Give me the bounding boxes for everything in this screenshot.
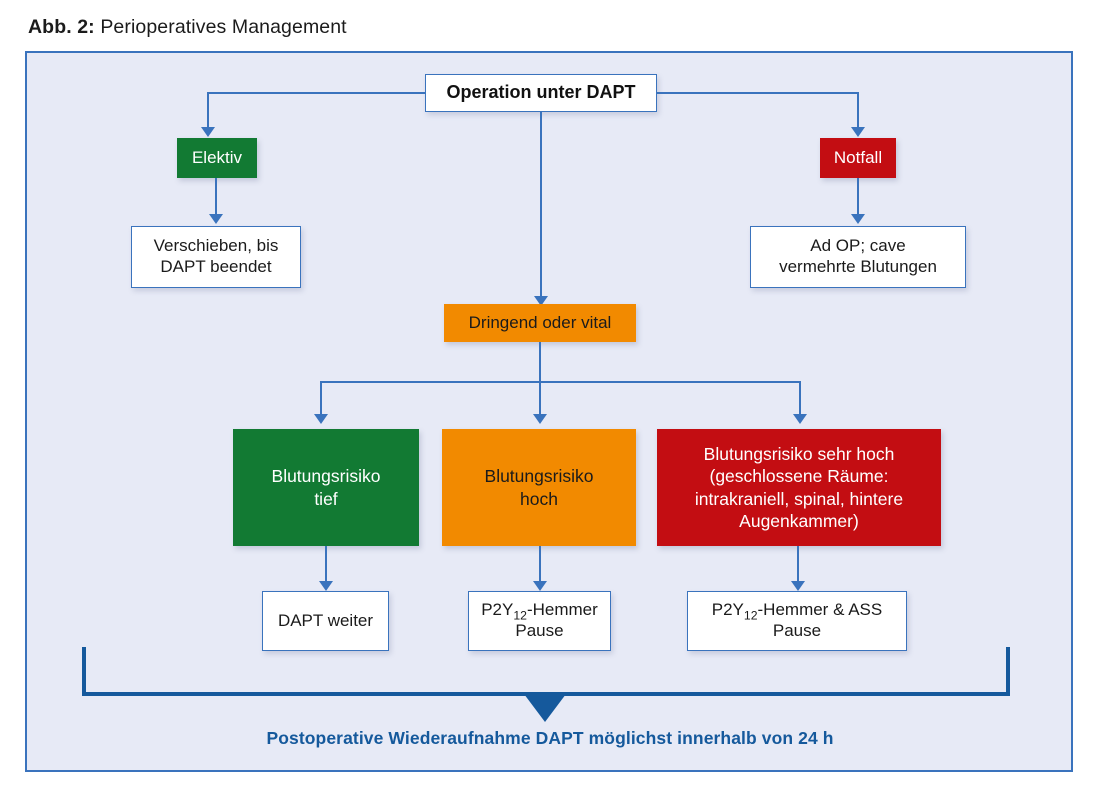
bracket-right-arm <box>1006 647 1010 696</box>
connector-risk-high-down <box>539 381 541 418</box>
arrow-to-risk-high <box>533 414 547 424</box>
arrow-risk-veryhigh-to-outcome <box>791 581 805 591</box>
connector-notfall-down <box>857 178 859 219</box>
node-ad-op-cave-vermehrte-blutungen[interactable]: Ad OP; cave vermehrte Blutungen <box>750 226 966 288</box>
arrow-to-risk-veryhigh <box>793 414 807 424</box>
connector-root-right-down <box>857 92 859 130</box>
arrow-risk-low-to-outcome <box>319 581 333 591</box>
node-blutungsrisiko-sehr-hoch[interactable]: Blutungsrisiko sehr hoch (geschlossene R… <box>657 429 941 546</box>
connector-risk-high-to-outcome <box>539 546 541 586</box>
connector-dringend-down <box>539 342 541 383</box>
connector-root-left <box>207 92 426 94</box>
node-operation-unter-dapt[interactable]: Operation unter DAPT <box>425 74 657 112</box>
connector-risk-bus <box>320 381 801 383</box>
outcome-suffix: -Hemmer Pause <box>515 600 598 640</box>
figure-title: Perioperatives Management <box>100 16 347 38</box>
node-p2y12-hemmer-pause[interactable]: P2Y12-Hemmer Pause <box>468 591 611 651</box>
node-blutungsrisiko-tief[interactable]: Blutungsrisiko tief <box>233 429 419 546</box>
node-dapt-weiter[interactable]: DAPT weiter <box>262 591 389 651</box>
connector-risk-veryhigh-down <box>799 381 801 418</box>
connector-risk-low-down <box>320 381 322 418</box>
outcome-suffix: -Hemmer & ASS Pause <box>757 600 883 640</box>
outcome-prefix: P2Y <box>711 600 744 620</box>
outcome-prefix: P2Y <box>481 600 514 620</box>
figure-label: Abb. 2: <box>28 16 95 38</box>
footer-statement: Postoperative Wiederaufnahme DAPT möglic… <box>266 728 834 748</box>
arrow-to-elektiv <box>201 127 215 137</box>
outcome-subscript: 12 <box>513 608 527 623</box>
connector-risk-low-to-outcome <box>325 546 327 586</box>
node-p2y12-hemmer-und-ass-pause[interactable]: P2Y12-Hemmer & ASS Pause <box>687 591 907 651</box>
node-notfall[interactable]: Notfall <box>820 138 896 178</box>
node-blutungsrisiko-hoch[interactable]: Blutungsrisiko hoch <box>442 429 636 546</box>
connector-root-left-down <box>207 92 209 130</box>
arrow-to-notfall <box>851 127 865 137</box>
outcome-subscript: 12 <box>743 608 758 623</box>
node-elektiv[interactable]: Elektiv <box>177 138 257 178</box>
connector-elektiv-down <box>215 178 217 219</box>
arrow-risk-high-to-outcome <box>533 581 547 591</box>
connector-root-right <box>656 92 859 94</box>
arrow-to-footer <box>524 694 566 722</box>
arrow-elektiv-to-action <box>209 214 223 224</box>
node-verschieben-bis-dapt-beendet[interactable]: Verschieben, bis DAPT beendet <box>131 226 301 288</box>
arrow-to-risk-low <box>314 414 328 424</box>
arrow-to-dringend <box>534 296 548 306</box>
figure-caption: Abb. 2: Perioperatives Management <box>28 16 347 39</box>
node-dringend-oder-vital[interactable]: Dringend oder vital <box>444 304 636 342</box>
arrow-notfall-to-action <box>851 214 865 224</box>
bracket-left-arm <box>82 647 86 696</box>
connector-root-center-down <box>540 112 542 302</box>
connector-risk-veryhigh-to-outcome <box>797 546 799 586</box>
